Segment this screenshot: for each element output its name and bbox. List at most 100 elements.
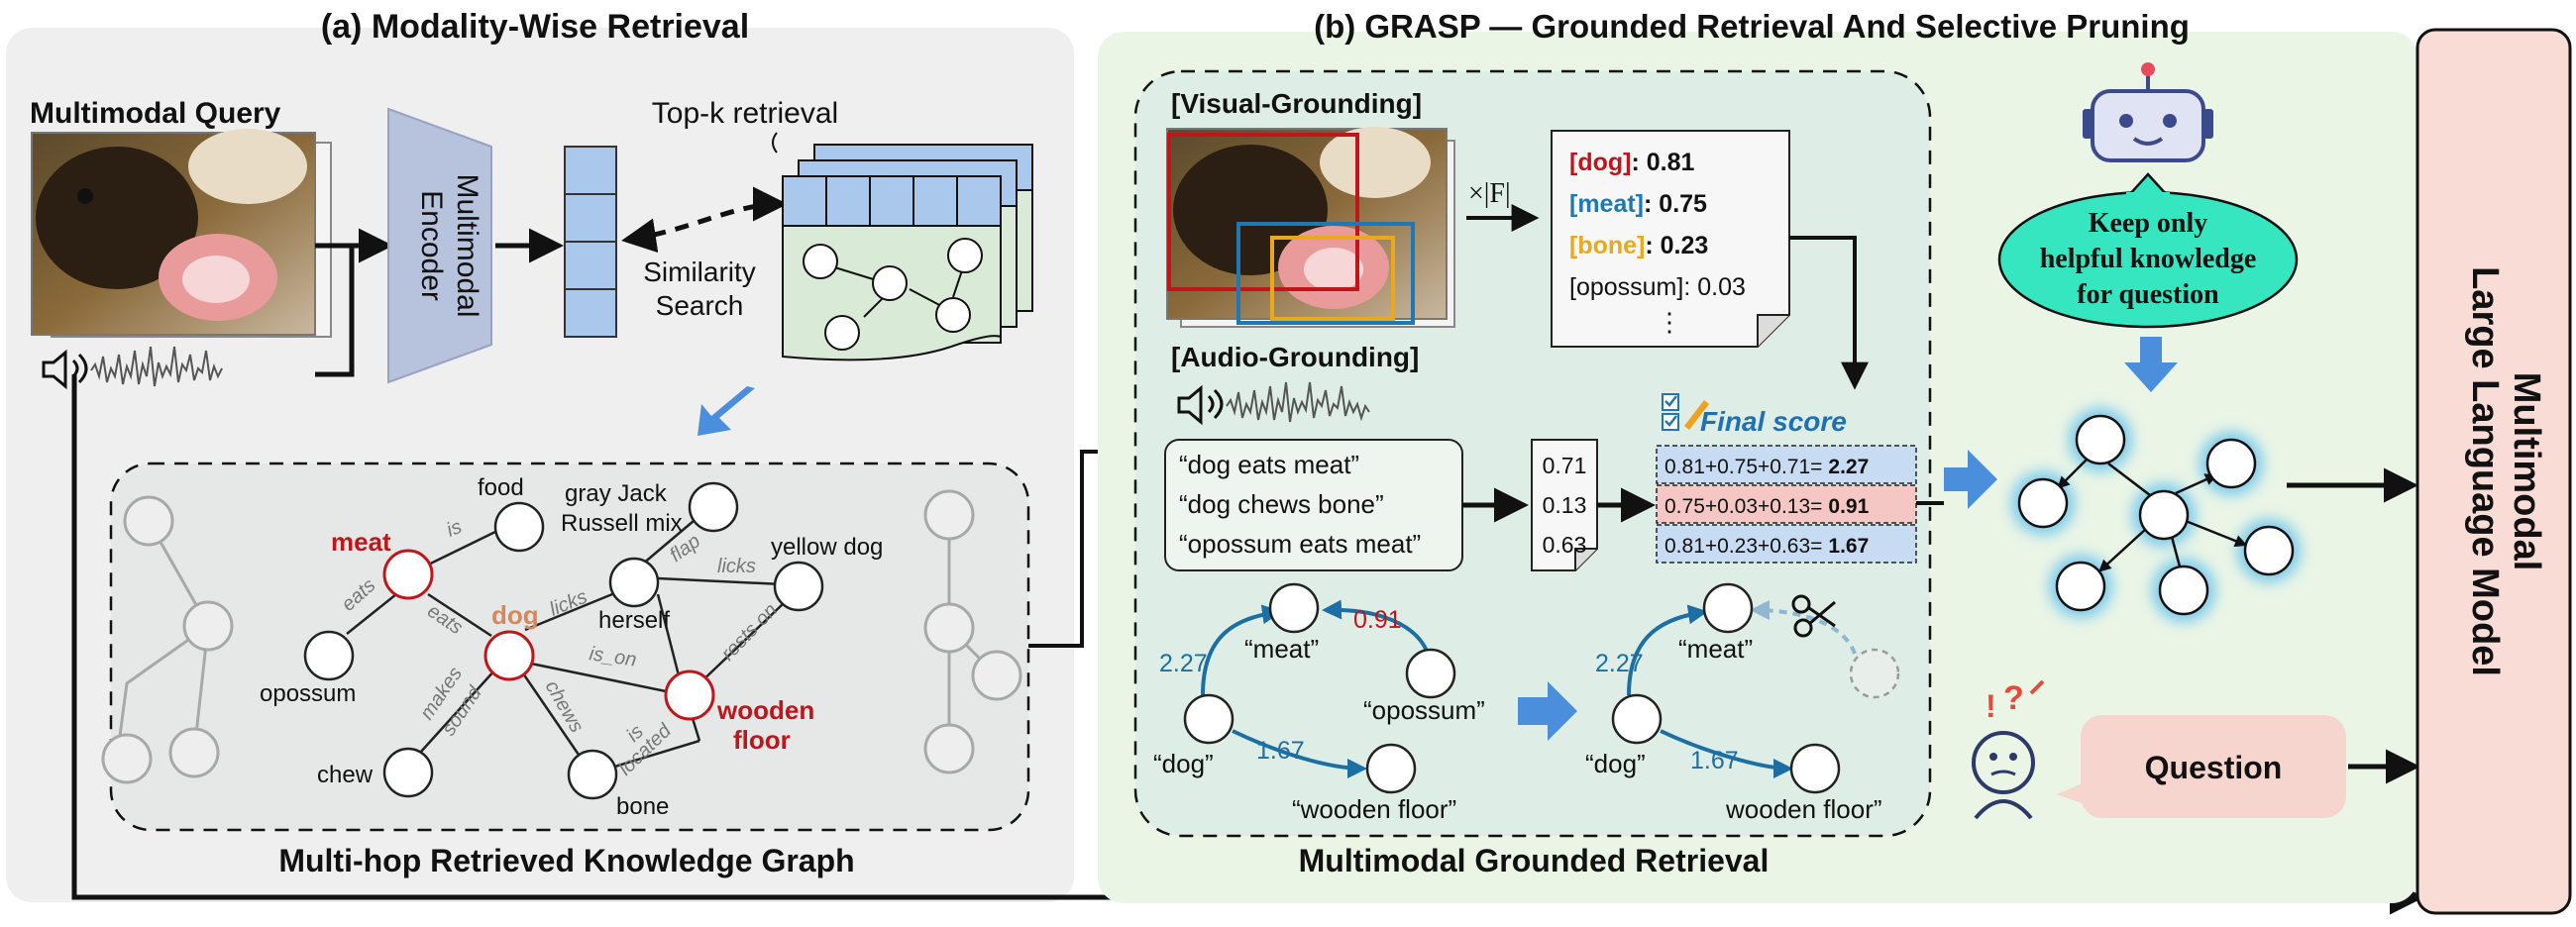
grounding-audio-waveform <box>1177 381 1370 426</box>
bbox-dog <box>1167 133 1359 291</box>
triple-2: “dog chews bone” <box>1179 489 1384 519</box>
knowledge-database-stack <box>782 144 1033 361</box>
rg-label-dog: “dog” <box>1585 749 1646 778</box>
faded-graph-right <box>923 489 1022 774</box>
score-ellipsis: ⋮ <box>1657 307 1682 337</box>
node-label-herself: herself <box>598 607 670 634</box>
node-label-gray-jack-2: Russell mix <box>561 510 683 537</box>
robot-icon <box>2083 62 2213 162</box>
triple-3: “opossum eats meat” <box>1179 529 1421 559</box>
rg-node-wooden <box>1789 743 1841 794</box>
encoder-label-1: Multimodal <box>451 173 483 317</box>
panel-b-title: (b) GRASP — Grounded Retrieval And Selec… <box>1314 8 2190 45</box>
final-row-3: 0.81+0.23+0.63=1.67 <box>1664 535 1869 558</box>
encoder-label-2: Encoder <box>415 190 448 301</box>
lg-weight-dog-meat: 2.27 <box>1159 650 1208 677</box>
audio-grounding-label: [Audio-Grounding] <box>1171 342 1419 372</box>
node-label-wooden: wooden <box>716 695 814 725</box>
multimodal-encoder <box>387 107 492 384</box>
kg-caption: Multi-hop Retrieved Knowledge Graph <box>278 843 854 878</box>
blue-arrow-to-graph-left <box>1944 450 1997 509</box>
node-label-bone: bone <box>616 793 669 820</box>
node-label-gray-jack-1: gray Jack <box>565 480 668 507</box>
panel-a-title: (a) Modality-Wise Retrieval <box>321 8 749 46</box>
pruned-knowledge-graph <box>2011 408 2301 622</box>
llm-label-2: Large Language Model <box>2464 266 2506 676</box>
bubble-line-1: Keep only <box>2089 208 2208 239</box>
audio-score-3: 0.63 <box>1543 532 1587 558</box>
rg-node-dog <box>1611 693 1663 745</box>
node-yellow-dog <box>773 561 824 612</box>
lg-weight-opossum-meat: 0.91 <box>1353 606 1402 634</box>
embedding-vector <box>564 146 617 338</box>
node-chew <box>382 747 434 798</box>
final-row-1: 0.81+0.75+0.71=2.27 <box>1664 456 1869 478</box>
edge-label-licks2: licks <box>717 556 756 577</box>
node-label-yellow-dog: yellow dog <box>771 534 883 561</box>
faded-graph-left <box>101 495 234 784</box>
rg-node-pruned <box>1849 648 1900 699</box>
node-label-meat: meat <box>331 527 391 557</box>
node-label-chew: chew <box>317 762 374 788</box>
topk-label: Top-k retrieval <box>652 97 838 130</box>
final-score-label: Final score <box>1700 406 1847 437</box>
lg-node-opossum <box>1405 648 1456 699</box>
blue-arrow-down <box>698 386 755 436</box>
similarity-label-2: Search <box>656 290 744 321</box>
query-image <box>31 129 316 336</box>
audio-score-1: 0.71 <box>1543 453 1587 478</box>
lg-node-meat <box>1268 582 1320 634</box>
node-dog <box>483 630 535 681</box>
final-score-table <box>1656 445 1917 564</box>
node-label-floor: floor <box>733 725 791 755</box>
score-opossum: [opossum]: 0.03 <box>1569 273 1746 301</box>
lg-label-dog: “dog” <box>1153 749 1214 778</box>
bbox-bone <box>1270 236 1395 321</box>
llm-label-1: Multimodal <box>2506 372 2547 571</box>
score-meat: [meat]: 0.75 <box>1569 190 1707 218</box>
rg-weight-dog-wood: 1.67 <box>1690 747 1739 774</box>
node-opossum <box>303 630 355 681</box>
question-label: Question <box>2145 750 2283 785</box>
svg-text:!: ! <box>1986 688 1996 724</box>
checklist-icon <box>1662 393 1709 431</box>
score-bone: [bone]: 0.23 <box>1569 232 1708 259</box>
retrieval-caption: Multimodal Grounded Retrieval <box>1299 843 1770 878</box>
bbox-meat <box>1236 222 1415 325</box>
times-f-label: ×|F| <box>1468 178 1511 209</box>
similarity-label-1: Similarity <box>643 257 756 287</box>
node-label-opossum: opossum <box>260 680 356 707</box>
lg-weight-dog-wood: 1.67 <box>1256 737 1305 765</box>
node-label-dog: dog <box>491 600 539 630</box>
question-bubble <box>2057 715 2346 818</box>
node-bone <box>567 749 618 800</box>
grounded-image <box>1166 127 1448 325</box>
rg-node-meat <box>1702 582 1754 634</box>
lg-node-wooden <box>1365 743 1417 794</box>
scissors-icon <box>1791 594 1836 638</box>
confused-person-icon: ! ? <box>1972 679 2045 820</box>
bubble-line-3: for question <box>2077 279 2219 310</box>
lg-node-dog <box>1183 693 1234 745</box>
final-row-2: 0.75+0.03+0.13=0.91 <box>1664 495 1870 518</box>
score-dog: [dog]: 0.81 <box>1569 149 1695 176</box>
pruning-speech-bubble <box>1997 172 2299 329</box>
audio-score-2: 0.13 <box>1543 492 1587 518</box>
node-food <box>493 501 545 553</box>
triple-1: “dog eats meat” <box>1179 450 1359 479</box>
node-label-food: food <box>478 474 524 501</box>
query-label: Multimodal Query <box>30 97 281 130</box>
bubble-line-2: helpful knowledge <box>2040 244 2257 274</box>
lg-label-opossum: “opossum” <box>1363 695 1485 725</box>
llm-box <box>2415 28 2572 915</box>
lg-label-meat: “meat” <box>1244 634 1319 664</box>
svg-text:?: ? <box>2003 679 2024 717</box>
lg-label-wooden: “wooden floor” <box>1292 794 1456 824</box>
rg-label-wooden: wooden floor” <box>1725 794 1882 824</box>
visual-grounding-label: [Visual-Grounding] <box>1171 88 1422 119</box>
node-wooden-floor <box>664 670 715 721</box>
node-gray-jack <box>688 481 739 533</box>
node-herself <box>608 557 660 608</box>
blue-arrow-prune <box>1518 681 1577 741</box>
node-meat <box>382 549 434 600</box>
